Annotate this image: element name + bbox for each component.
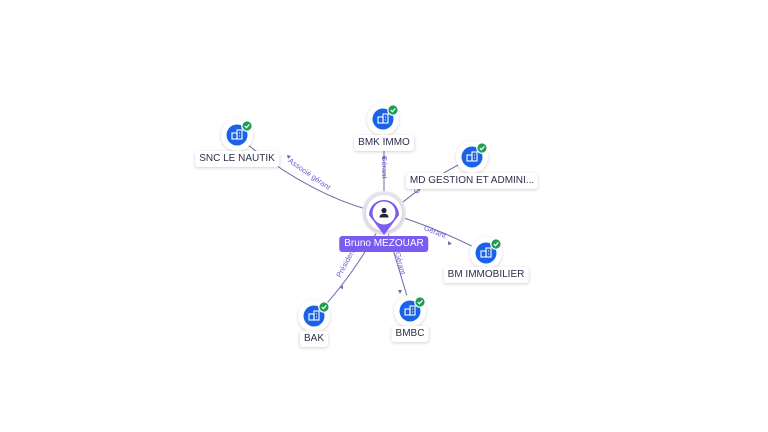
verified-check-icon <box>490 238 502 250</box>
company-nodes <box>221 103 502 332</box>
company-node-bak[interactable] <box>298 300 330 332</box>
arrow-bmbc <box>398 290 402 294</box>
person-icon <box>379 207 389 218</box>
building-icon <box>466 151 478 162</box>
person-name-label[interactable]: Bruno MEZOUAR <box>339 236 429 252</box>
building-icon <box>308 310 320 321</box>
edge-label-snc-le-nautik: Associé gérant <box>287 156 334 192</box>
edge-label-bmk-immo: Gérant <box>380 156 389 180</box>
company-label-bmk-immo[interactable]: BMK IMMO <box>354 135 414 151</box>
company-node-bm-immobilier[interactable] <box>470 237 502 269</box>
verified-check-icon <box>387 104 399 116</box>
company-node-md-gestion[interactable] <box>456 141 488 173</box>
building-icon <box>480 247 492 258</box>
edge-snc-le-nautik <box>237 136 370 211</box>
arrow-bm-immobilier <box>448 241 452 245</box>
person-node[interactable] <box>362 191 406 235</box>
company-node-bmbc[interactable] <box>394 295 426 327</box>
company-label-snc-le-nautik[interactable]: SNC LE NAUTIK <box>195 151 279 167</box>
company-label-bmbc[interactable]: BMBC <box>391 326 429 342</box>
company-node-bmk-immo[interactable] <box>367 103 399 135</box>
verified-check-icon <box>476 142 488 154</box>
company-label-md-gestion[interactable]: MD GESTION ET ADMINI... <box>405 173 539 189</box>
arrow-bak <box>340 285 343 289</box>
building-icon <box>231 129 243 140</box>
company-node-snc-le-nautik[interactable] <box>221 119 253 151</box>
arrow-bmk-immo <box>382 155 386 159</box>
verified-check-icon <box>241 120 253 132</box>
company-label-bak[interactable]: BAK <box>299 331 329 347</box>
verified-check-icon <box>414 296 426 308</box>
arrow-snc-le-nautik <box>287 155 291 159</box>
building-icon <box>377 113 389 124</box>
edge-label-bmbc: Gérant <box>393 251 408 276</box>
company-label-bm-immobilier[interactable]: BM IMMOBILIER <box>443 267 529 283</box>
verified-check-icon <box>318 301 330 313</box>
building-icon <box>404 305 416 316</box>
